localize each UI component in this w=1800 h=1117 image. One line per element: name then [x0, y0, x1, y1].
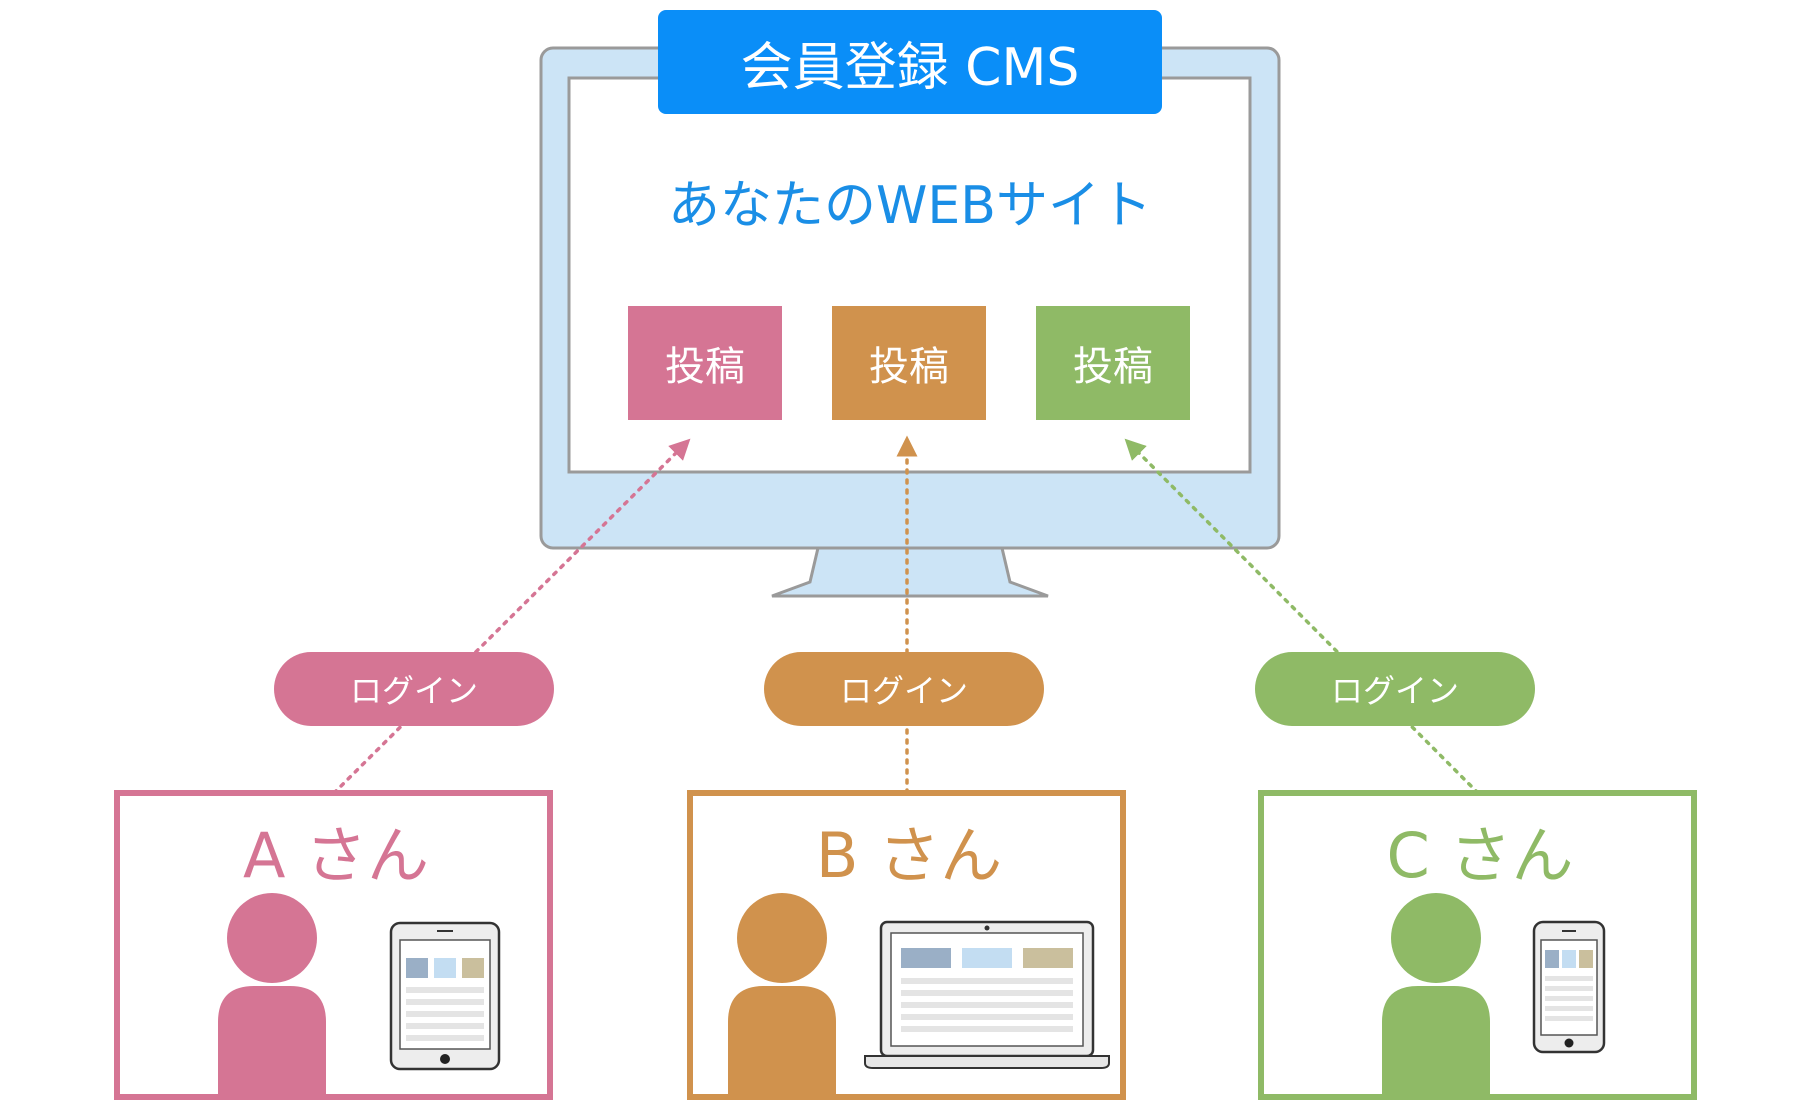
- user-name-b: B さん: [815, 819, 1003, 892]
- cms-header-bar: [658, 10, 1162, 114]
- tablet-icon: [389, 921, 501, 1071]
- post-box-a: [628, 306, 782, 420]
- login-pill-b: [764, 652, 1044, 726]
- user-name-a: A さん: [242, 819, 430, 892]
- laptop-icon: [864, 920, 1110, 1069]
- login-label-c: ログイン: [1330, 672, 1459, 710]
- cms-title: 会員登録 CMS: [740, 37, 1080, 98]
- user-panel-a: [114, 790, 553, 1100]
- user-name-c: C さん: [1386, 819, 1574, 892]
- login-label-a: ログイン: [349, 672, 478, 710]
- arrow-c: [1124, 438, 1480, 795]
- person-icon: [728, 893, 836, 1094]
- post-box-c: [1036, 306, 1190, 420]
- post-label-b: 投稿: [869, 344, 949, 390]
- person-icon: [218, 893, 326, 1094]
- site-title: あなたのWEBサイト: [668, 175, 1152, 236]
- login-pill-c: [1255, 652, 1535, 726]
- login-label-b: ログイン: [839, 672, 968, 710]
- smartphone-icon: [1532, 920, 1606, 1054]
- arrow-a: [332, 438, 691, 795]
- post-label-c: 投稿: [1073, 344, 1153, 390]
- post-box-b: [832, 306, 986, 420]
- user-panel-c: [1258, 790, 1697, 1100]
- user-panel-b: [687, 790, 1126, 1100]
- monitor-stand: [771, 546, 1049, 598]
- post-label-a: 投稿: [665, 344, 745, 390]
- login-pill-a: [274, 652, 554, 726]
- person-icon: [1382, 893, 1490, 1094]
